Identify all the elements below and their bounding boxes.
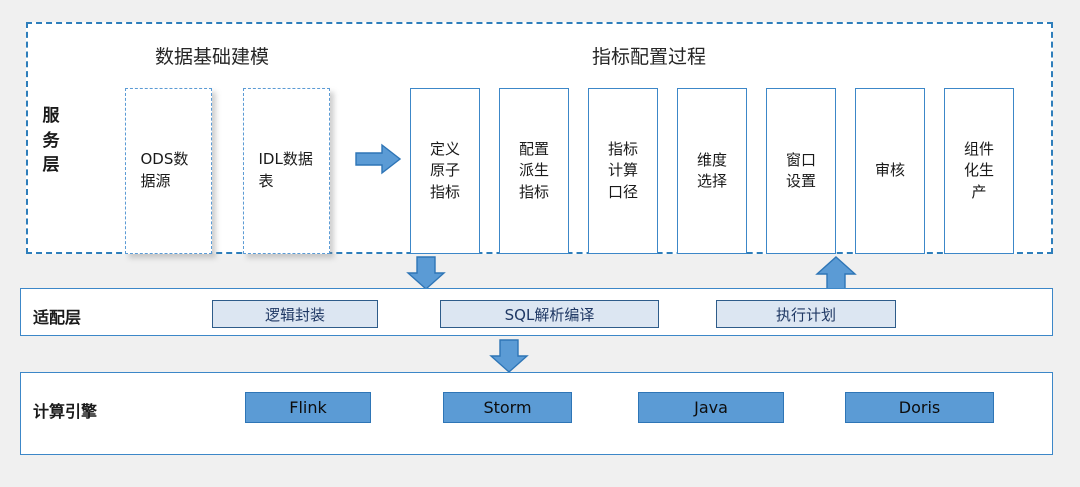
adaptation-chip-sql-parse-compile[interactable]: SQL解析编译 [440, 300, 659, 328]
arrow-up-adaptation-to-service [815, 256, 857, 290]
adaptation-chip-execution-plan[interactable]: 执行计划 [716, 300, 896, 328]
process-box-componentized-production[interactable]: 组件 化生 产 [944, 88, 1014, 254]
engine-chip-flink[interactable]: Flink [245, 392, 371, 423]
engine-chip-flink-label: Flink [289, 398, 327, 417]
source-box-idl-table-label: IDL数据表 [258, 150, 313, 190]
process-box-window-settings-label: 窗口 设置 [785, 150, 816, 190]
engine-chip-java[interactable]: Java [638, 392, 784, 423]
process-box-metric-calculation-caliber[interactable]: 指标 计算 口径 [588, 88, 658, 254]
service-layer-label: 服 务 层 [36, 104, 66, 178]
source-box-idl-table[interactable]: IDL数据表 [243, 88, 330, 254]
arrow-right-sources-to-process [355, 143, 401, 175]
group-title-data-modeling: 数据基础建模 [155, 46, 270, 68]
engine-chip-doris[interactable]: Doris [845, 392, 994, 423]
process-box-configure-derived-metric-label: 配置 派生 指标 [518, 140, 549, 201]
adaptation-chip-logic-encapsulation[interactable]: 逻辑封装 [212, 300, 378, 328]
process-box-define-atomic-metric[interactable]: 定义 原子 指标 [410, 88, 480, 254]
engine-chip-storm[interactable]: Storm [443, 392, 572, 423]
source-box-ods-source-label: ODS数据源 [140, 150, 189, 190]
adaptation-chip-sql-parse-compile-label: SQL解析编译 [504, 305, 595, 324]
process-box-configure-derived-metric[interactable]: 配置 派生 指标 [499, 88, 569, 254]
process-box-review-label: 审核 [874, 161, 905, 180]
engine-chip-doris-label: Doris [898, 398, 941, 417]
process-box-dimension-selection-label: 维度 选择 [696, 150, 727, 190]
service-label-char-1: 服 [42, 106, 60, 126]
engine-chip-storm-label: Storm [483, 398, 532, 417]
group-title-metric-config-process: 指标配置过程 [592, 46, 707, 68]
process-box-componentized-production-label: 组件 化生 产 [963, 140, 994, 201]
service-label-char-3: 层 [42, 155, 60, 176]
adaptation-chip-logic-encapsulation-label: 逻辑封装 [264, 305, 325, 324]
process-box-metric-calculation-caliber-label: 指标 计算 口径 [607, 140, 638, 201]
process-box-window-settings[interactable]: 窗口 设置 [766, 88, 836, 254]
process-box-dimension-selection[interactable]: 维度 选择 [677, 88, 747, 254]
arrow-down-adaptation-to-compute [489, 339, 529, 373]
arrow-down-service-to-adaptation [406, 256, 446, 290]
compute-layer-label: 计算引擎 [33, 402, 98, 421]
service-label-char-2: 务 [42, 130, 60, 151]
adaptation-chip-execution-plan-label: 执行计划 [775, 305, 836, 324]
engine-chip-java-label: Java [694, 398, 728, 417]
process-box-define-atomic-metric-label: 定义 原子 指标 [429, 140, 460, 201]
process-box-review[interactable]: 审核 [855, 88, 925, 254]
source-box-ods-source[interactable]: ODS数据源 [125, 88, 212, 254]
adaptation-layer-label: 适配层 [33, 308, 82, 327]
